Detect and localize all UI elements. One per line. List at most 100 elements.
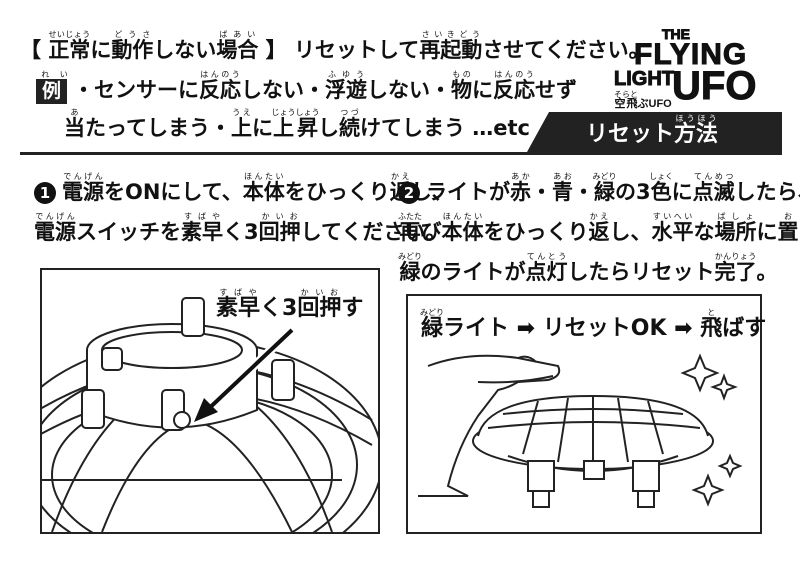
step1-text-1: 電源でんげんをONにして、本体ほんたいをひっくり返かえし、 bbox=[62, 172, 453, 204]
text-segment: ぶUFO bbox=[637, 98, 672, 110]
logo-subtitle: 空飛そらとぶUFO bbox=[614, 90, 672, 111]
section-divider bbox=[20, 152, 782, 155]
ruby-segment: 色しょく bbox=[649, 172, 674, 204]
ruby-segment: 上うえ bbox=[230, 108, 252, 140]
text-segment: に bbox=[90, 38, 112, 62]
text-segment: ・ bbox=[573, 180, 594, 204]
text-segment: をひっくり bbox=[284, 180, 390, 204]
ruby-segment: 回押かいお bbox=[297, 288, 342, 321]
text-segment: 。 bbox=[756, 260, 778, 284]
ruby-segment: 電源でんげん bbox=[62, 172, 104, 204]
ruby-segment: 置お bbox=[777, 212, 799, 244]
text-segment: しない・ bbox=[241, 78, 326, 102]
text-segment: のライトが bbox=[420, 260, 526, 284]
header-line-2: 例れい・センサーに反応はんのうしない・浮遊ふゆうしない・物ものに反応はんのうせず bbox=[36, 70, 577, 105]
text-segment: してください。 bbox=[300, 220, 447, 244]
ruby-segment: 浮遊ふゆう bbox=[325, 70, 368, 102]
text-segment: し、 bbox=[609, 220, 652, 244]
text-segment: す bbox=[341, 296, 364, 321]
ruby-segment: 点滅てんめつ bbox=[692, 172, 735, 204]
ruby-segment: 緑みどり bbox=[592, 172, 617, 204]
text-segment: せず bbox=[535, 78, 578, 102]
ruby-segment: 水平すいへい bbox=[651, 212, 694, 244]
ruby-segment: 完了かんりょう bbox=[714, 252, 757, 284]
ruby-segment: 場所ばしょ bbox=[714, 212, 757, 244]
text-segment: び bbox=[420, 220, 442, 244]
ufo-on-table-illustration bbox=[418, 353, 743, 508]
step1-illustration-panel bbox=[40, 268, 380, 534]
ruby-segment: 方法ほうほう bbox=[674, 114, 719, 147]
text-segment: に bbox=[756, 220, 778, 244]
ruby-segment: 上昇じょうしょう bbox=[271, 108, 320, 140]
text-segment: く3 bbox=[223, 220, 259, 244]
ruby-segment: 素早すばや bbox=[216, 288, 261, 321]
ruby-segment: 飛と bbox=[700, 308, 723, 341]
text-segment: し bbox=[317, 116, 339, 140]
flying-light-ufo-logo: THE FLYING LIGHT UFO 空飛そらとぶUFO bbox=[606, 26, 757, 111]
section-title: リセット方法ほうほう bbox=[586, 114, 718, 148]
logo-the: THE bbox=[662, 26, 691, 43]
step2-line-3: 緑みどりのライトが点灯てんとうしたらリセット完了かんりょう。 bbox=[398, 252, 778, 287]
reset-instruction-text: リセットして再起動さいきどうさせてください。 bbox=[293, 30, 650, 62]
step2-text-3: 緑みどりのライトが点灯てんとうしたらリセット完了かんりょう。 bbox=[398, 252, 778, 284]
example-symptoms-1: ・センサーに反応はんのうしない・浮遊ふゆうしない・物ものに反応はんのうせず bbox=[73, 70, 578, 102]
step1-callout: 素早すばやく3回押かいおす bbox=[216, 288, 363, 322]
text-segment: き、 bbox=[799, 220, 800, 244]
text-segment: く3 bbox=[260, 296, 298, 321]
ruby-segment: 緑みどり bbox=[420, 308, 444, 341]
ruby-segment: 点灯てんとう bbox=[525, 252, 568, 284]
header-line-3: 当あたってしまう・上うえに上昇じょうしょうし続つづけてしまう …etc bbox=[64, 108, 530, 143]
text-segment: たってしまう・ bbox=[85, 116, 231, 140]
ruby-segment: 場合ばあい bbox=[216, 30, 259, 62]
text-segment: させてください。 bbox=[482, 38, 650, 62]
text-segment: な bbox=[693, 220, 715, 244]
ruby-segment: 反応はんのう bbox=[199, 70, 242, 102]
text-segment: ライト ➡ リセットOK ➡ bbox=[443, 316, 701, 341]
text-segment: をONにして、 bbox=[104, 180, 243, 204]
ruby-segment: 反応はんのう bbox=[493, 70, 536, 102]
step2-text-2: 再ふたたび本体ほんたいをひっくり返かえし、水平すいへいな場所ばしょに置おき、 bbox=[398, 212, 800, 244]
ruby-segment: 動作どうさ bbox=[111, 30, 154, 62]
condition-text: 正常せいじょうに動作どうさしない場合ばあい bbox=[48, 30, 259, 62]
ruby-segment: 緑みどり bbox=[398, 252, 422, 284]
step2-line-2: 再ふたたび本体ほんたいをひっくり返かえし、水平すいへいな場所ばしょに置おき、 bbox=[398, 212, 800, 247]
text-segment: に bbox=[251, 116, 273, 140]
step2-flow-label: 緑みどりライト ➡ リセットOK ➡ 飛とばす bbox=[420, 308, 766, 342]
text-segment: したらリセット bbox=[567, 260, 715, 284]
step2-number: 2 bbox=[398, 182, 420, 204]
ruby-segment: 続つづ bbox=[338, 108, 360, 140]
ruby-segment: 青あお bbox=[552, 172, 573, 204]
text-segment: スイッチを bbox=[76, 220, 181, 244]
logo-light: LIGHT bbox=[614, 68, 675, 91]
text-segment: しない bbox=[153, 38, 217, 62]
text-segment: ・ bbox=[531, 180, 552, 204]
logo-flying: FLYING bbox=[633, 38, 748, 72]
text-segment: けてしまう …etc bbox=[359, 116, 530, 140]
text-segment: に bbox=[671, 180, 693, 204]
step1-number: 1 bbox=[34, 182, 56, 204]
text-segment: の3 bbox=[615, 180, 651, 204]
text-segment: リセットして bbox=[293, 38, 420, 62]
text-segment: したら、 bbox=[734, 180, 800, 204]
text-segment: リセット bbox=[586, 122, 675, 147]
step2-text-1: ライトが赤あか・青あお・緑みどりの3色しょくに点滅てんめつしたら、 bbox=[426, 172, 800, 204]
header-line-1: 【 正常せいじょうに動作どうさしない場合ばあい 】 リセットして再起動さいきどう… bbox=[20, 30, 650, 65]
text-segment: しない・ bbox=[367, 78, 452, 102]
ruby-segment: 返かえ bbox=[588, 212, 610, 244]
step2-illustration-panel bbox=[406, 294, 762, 534]
example-label: 例れい bbox=[36, 70, 74, 104]
text-segment: ・センサーに bbox=[73, 78, 200, 102]
bracket-open: 【 bbox=[20, 38, 41, 62]
ruby-segment: 素早すばや bbox=[181, 212, 223, 244]
section-title-band bbox=[527, 112, 782, 152]
text-segment: に bbox=[472, 78, 494, 102]
ruby-segment: 電源でんげん bbox=[34, 212, 76, 244]
ruby-segment: 当あ bbox=[64, 108, 85, 140]
ruby-segment: 赤あか bbox=[510, 172, 531, 204]
ruby-segment: 本体ほんたい bbox=[242, 172, 285, 204]
step1-text-2: 電源でんげんスイッチを素早すばやく3回押かいおしてください。 bbox=[34, 212, 447, 244]
ruby-segment: 再ふたた bbox=[398, 212, 422, 244]
ruby-segment: 再起動さいきどう bbox=[419, 30, 483, 62]
ruby-segment: 正常せいじょう bbox=[48, 30, 91, 62]
step2-line-1: 2 ライトが赤あか・青あお・緑みどりの3色しょくに点滅てんめつしたら、 bbox=[398, 172, 800, 207]
